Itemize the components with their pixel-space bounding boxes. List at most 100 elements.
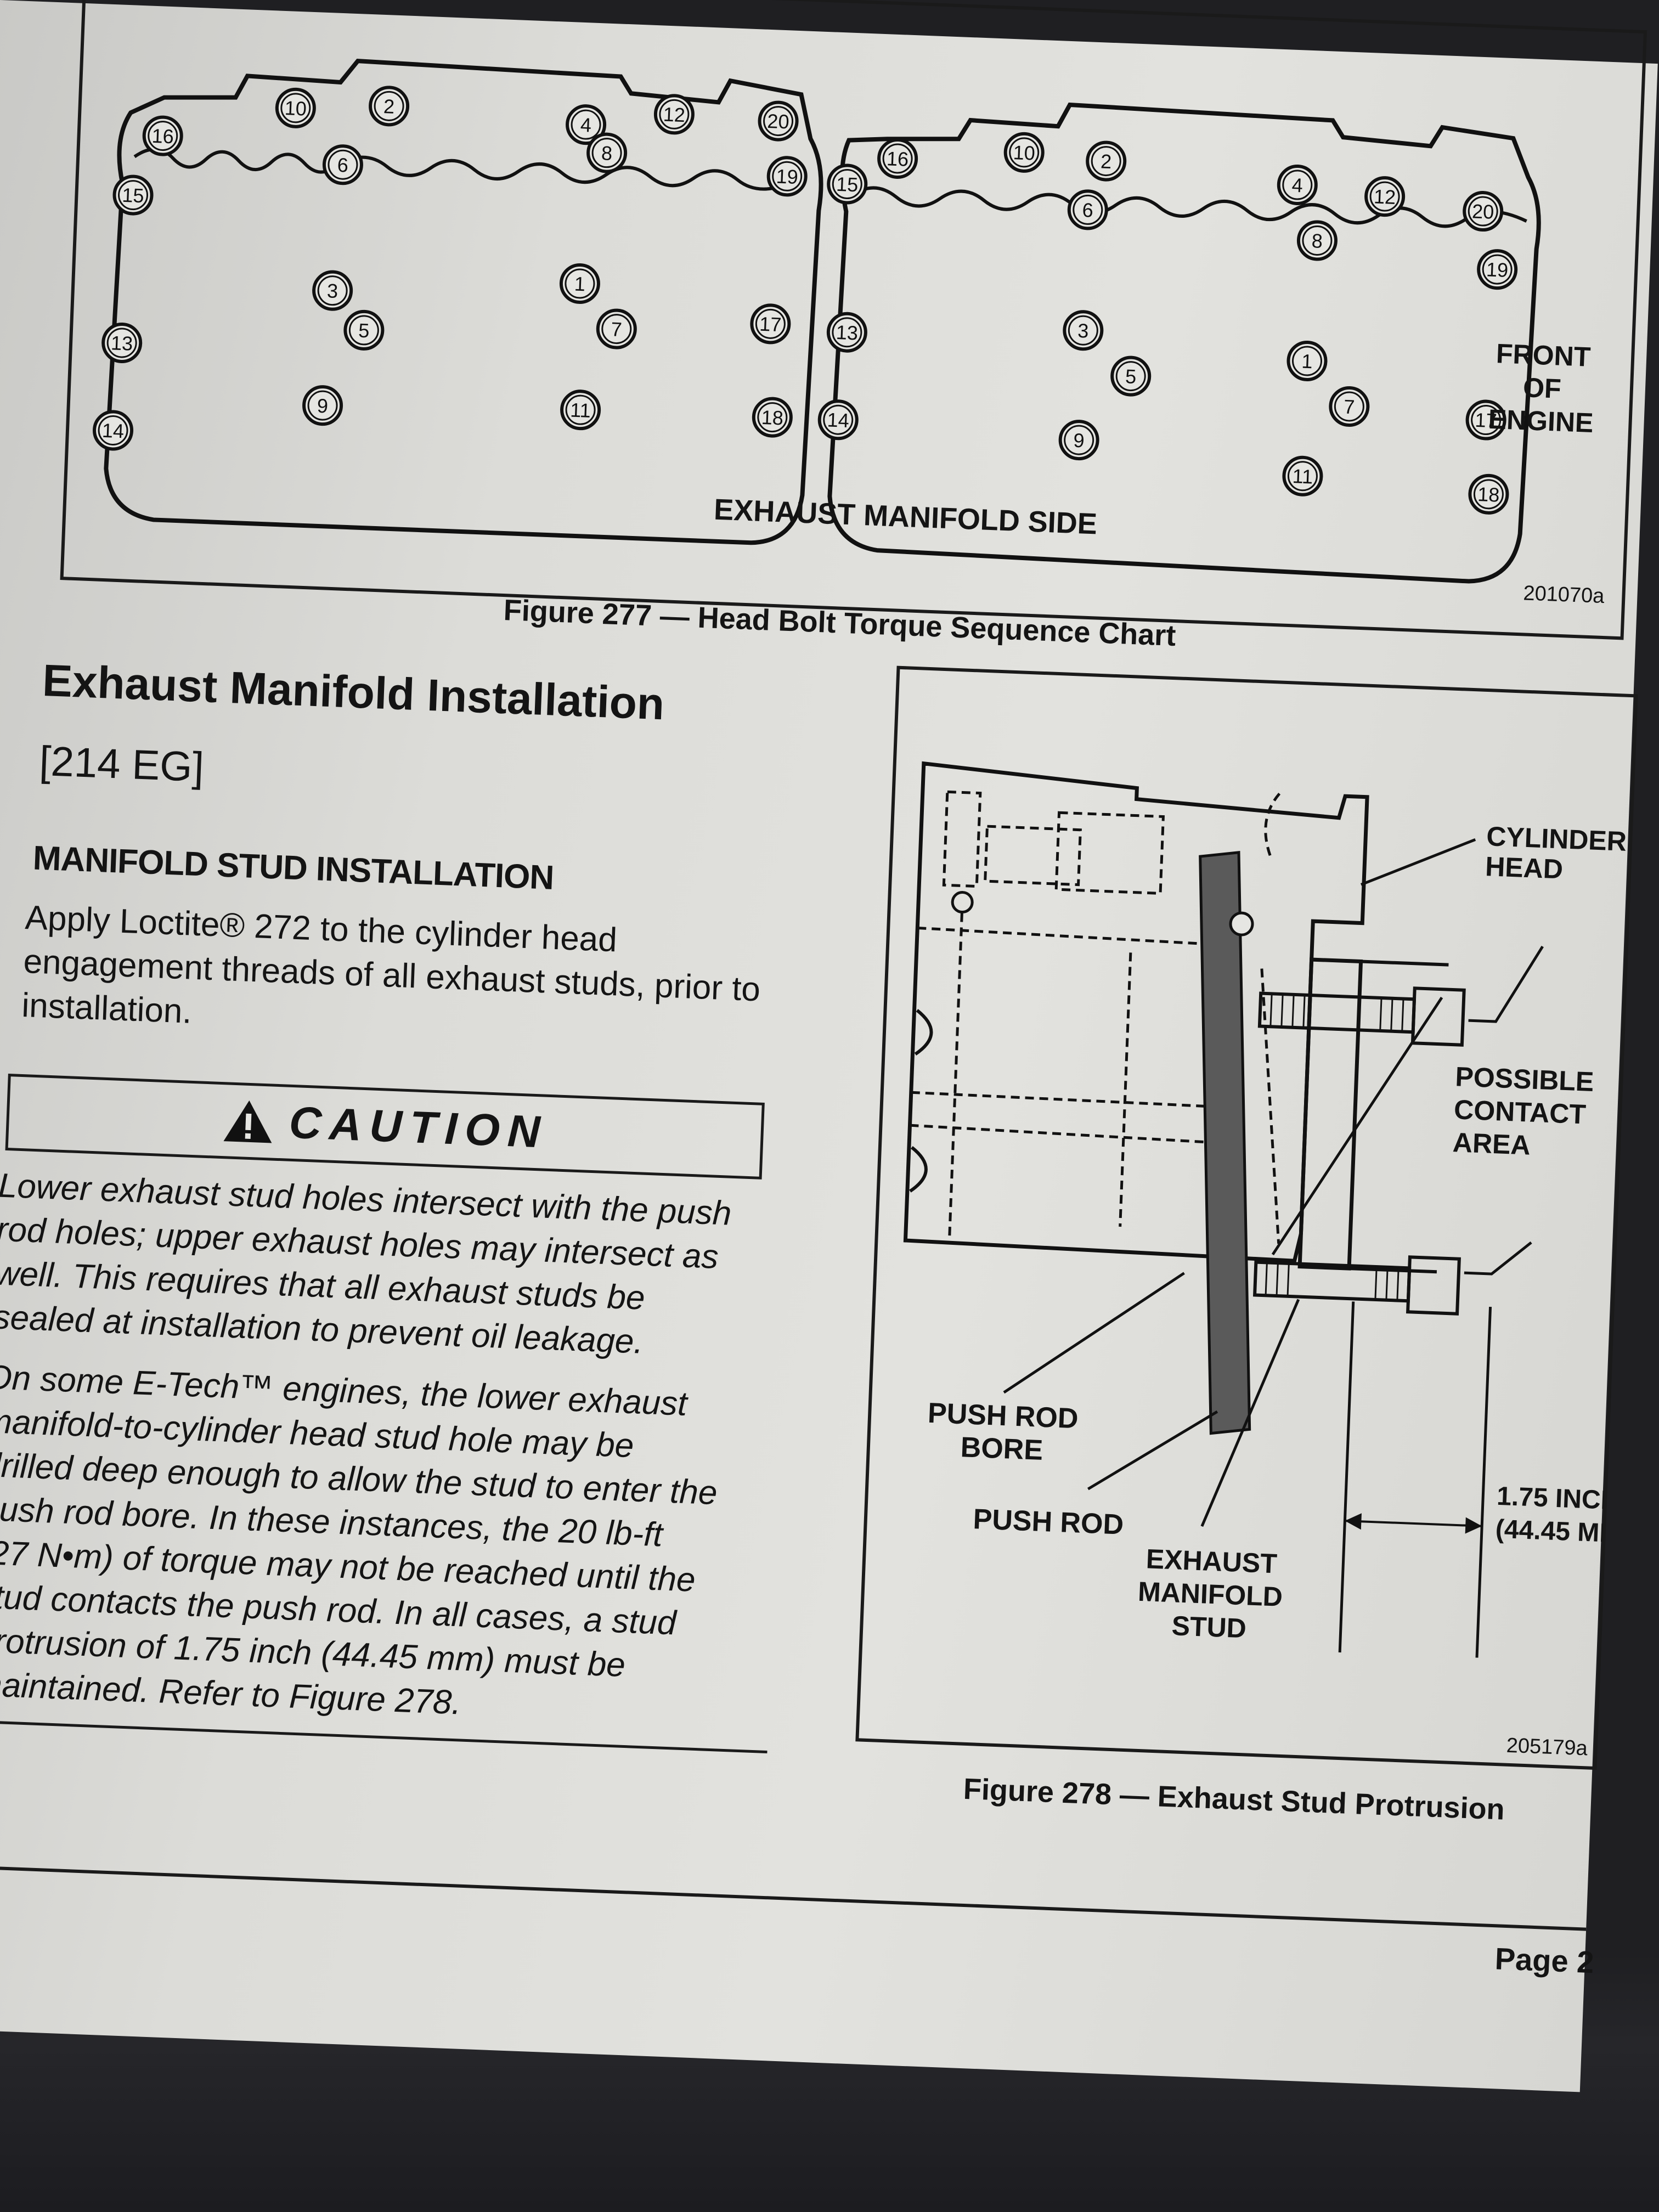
bolt-number: 7 xyxy=(611,318,623,341)
figure-278-code: 205179a xyxy=(1506,1734,1588,1760)
bolt-inner-ring xyxy=(832,169,862,200)
bolt-circle xyxy=(1296,220,1338,261)
cylinder-head-label-2: HEAD xyxy=(1485,851,1564,884)
bolt-inner-ring xyxy=(832,317,862,348)
bolt-circle xyxy=(827,163,868,205)
push-rod-bore-label-1: PUSH ROD xyxy=(927,1397,1079,1435)
bolt-inner-ring xyxy=(1064,425,1094,455)
bolt-circle xyxy=(586,132,628,173)
push-rod-bore-label-2: BORE xyxy=(960,1431,1043,1466)
page-number: Page 2 xyxy=(1494,1941,1595,1980)
bolt-inner-ring xyxy=(307,390,338,421)
bolt-circle xyxy=(1086,140,1127,182)
footer-rule xyxy=(0,1864,1587,1931)
bolt-circle xyxy=(343,309,385,351)
bolt-inner-ring xyxy=(1282,170,1313,200)
bolt-inner-ring xyxy=(1468,196,1498,227)
bolt-number: 17 xyxy=(1475,409,1498,432)
bolt-number: 5 xyxy=(1125,365,1137,388)
section-code: [214 EG] xyxy=(38,737,205,791)
contact-area-label-3: AREA xyxy=(1452,1127,1531,1160)
bolt-number: 14 xyxy=(827,408,850,432)
bolt-number: 20 xyxy=(767,110,790,133)
exhaust-stud-label-1: EXHAUST xyxy=(1146,1543,1278,1579)
bolt-inner-ring xyxy=(882,143,913,174)
dimension-label-1: 1.75 INCH xyxy=(1496,1482,1620,1516)
figure-278-caption: Figure 278 — Exhaust Stud Protrusion xyxy=(962,1772,1505,1826)
bolt-circle xyxy=(817,399,859,441)
note-paragraph: On some E-Tech™ engines, the lower exhau… xyxy=(0,1356,792,1737)
bolt-circle xyxy=(1282,455,1323,496)
bolt-circle xyxy=(369,86,410,127)
bolt-circle xyxy=(1110,356,1152,397)
bolt-number: 4 xyxy=(580,114,592,137)
bolt-circle xyxy=(766,156,808,197)
front-of-engine-label-2: OF xyxy=(1522,372,1562,404)
bolt-circle xyxy=(302,385,343,426)
bolt-circle xyxy=(560,390,601,431)
bolt-number: 3 xyxy=(1077,319,1090,342)
figure-277-code: 201070a xyxy=(1523,582,1605,608)
bolt-circle xyxy=(142,115,183,156)
bolt-number: 1 xyxy=(1301,350,1313,373)
section-title: Exhaust Manifold Installation xyxy=(41,655,665,730)
bolt-number: 14 xyxy=(101,419,125,443)
bolt-circle xyxy=(752,397,793,438)
push-rod-shape xyxy=(1199,851,1251,1435)
bolt-number: 16 xyxy=(151,125,174,148)
bolt-circle xyxy=(1329,386,1370,427)
bolt-circle xyxy=(1003,132,1045,173)
bolt-circle xyxy=(1477,249,1518,290)
bolt-inner-ring xyxy=(1009,137,1040,168)
bolt-number: 12 xyxy=(663,103,686,127)
bolt-circle xyxy=(93,410,134,451)
bolt-number: 1 xyxy=(574,273,586,296)
exhaust-stud-label-2: MANIFOLD xyxy=(1137,1576,1283,1612)
bolt-number: 2 xyxy=(383,95,395,118)
bolt-circle xyxy=(1364,176,1406,217)
dimension-label-2: (44.45 MM) xyxy=(1495,1515,1630,1549)
bolt-inner-ring xyxy=(317,275,348,306)
bolt-inner-ring xyxy=(1068,315,1098,346)
bolt-inner-ring xyxy=(118,180,149,211)
bolt-circle xyxy=(1063,310,1104,351)
caution-label: CAUTION xyxy=(288,1097,549,1158)
bolt-number: 16 xyxy=(886,147,909,171)
bolt-number: 15 xyxy=(122,184,145,207)
bolt-number: 9 xyxy=(1073,429,1085,452)
exhaust-stud-diagram: CYLINDER HEAD POSSIBLE CONTACT AREA PUSH… xyxy=(903,761,1630,1760)
bolt-inner-ring xyxy=(1091,146,1121,177)
bolt-number: 19 xyxy=(1486,258,1509,281)
bolt-inner-ring xyxy=(280,93,311,123)
bolt-circle xyxy=(1465,399,1506,441)
bolt-inner-ring xyxy=(106,328,137,358)
caution-box: CAUTION xyxy=(5,1074,765,1180)
bolt-circle xyxy=(1286,340,1328,381)
bolt-number: 4 xyxy=(1291,174,1304,197)
section-subtitle: MANIFOLD STUD INSTALLATION xyxy=(32,839,555,897)
bolt-circle xyxy=(750,303,791,345)
bolt-circle xyxy=(1463,191,1504,232)
bolt-inner-ring xyxy=(1302,225,1333,256)
caution-paragraph: Lower exhaust stud holes intersect with … xyxy=(0,1164,794,1370)
instruction-paragraph: Apply Loctite® 272 to the cylinder head … xyxy=(21,896,793,1057)
bolt-inner-ring xyxy=(374,91,404,121)
bolt-inner-ring xyxy=(1473,479,1504,510)
bolt-circle xyxy=(275,87,316,128)
bolt-number: 15 xyxy=(836,173,859,196)
bolt-inner-ring xyxy=(1334,391,1364,422)
bolt-circle xyxy=(101,322,143,363)
push-rod-label: PUSH ROD xyxy=(973,1503,1125,1541)
bolt-inner-ring xyxy=(148,121,178,151)
warning-triangle-icon xyxy=(223,1100,272,1143)
bolt-circle xyxy=(1058,420,1099,461)
bolt-number: 8 xyxy=(601,142,613,165)
bolt-number: 6 xyxy=(1082,199,1094,222)
bolt-number: 9 xyxy=(317,394,329,417)
bolt-inner-ring xyxy=(601,314,632,345)
bolt-inner-ring xyxy=(1471,405,1502,436)
bolt-number: 18 xyxy=(1477,483,1500,506)
bolt-inner-ring xyxy=(1291,346,1322,376)
